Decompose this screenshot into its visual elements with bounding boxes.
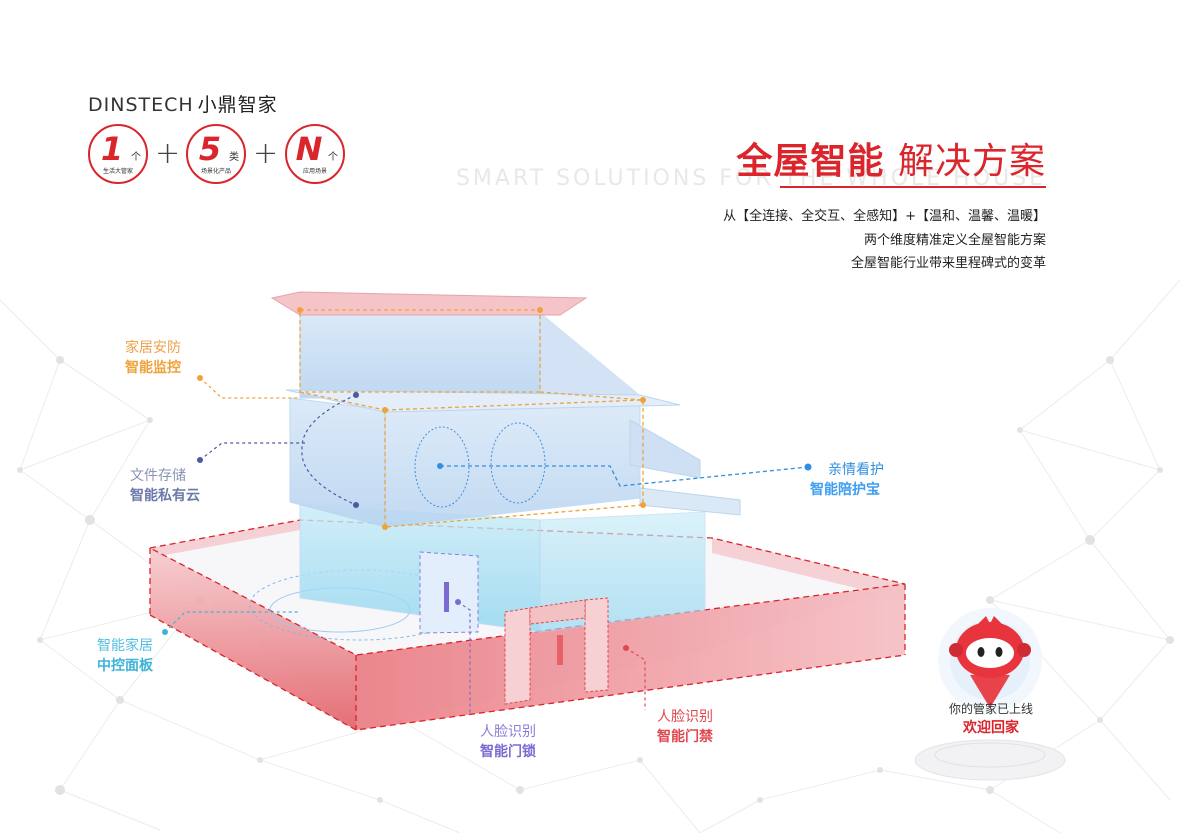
label-care: 亲情看护 智能陪护宝	[810, 460, 884, 500]
label-line1: 人脸识别	[657, 709, 713, 725]
title-underline	[780, 186, 1046, 188]
badge-unit: 个	[131, 152, 141, 163]
label-security: 家居安防 智能监控	[125, 338, 181, 378]
title-sub: 解决方案	[897, 141, 1046, 182]
label-line2: 智能私有云	[130, 488, 200, 504]
label-line1: 家居安防	[125, 340, 181, 356]
label-line2: 智能门锁	[480, 744, 536, 760]
description-line: 从【全连接、全交互、全感知】+【温和、温馨、温暖】	[723, 209, 1046, 224]
title-main: 全屋智能	[736, 141, 885, 182]
badge-number: 5	[198, 130, 222, 168]
label-line2: 中控面板	[97, 658, 153, 674]
robot-line1: 你的管家已上线	[948, 702, 1033, 716]
brand-cn: 小鼎智家	[197, 94, 278, 116]
badge-caption: 生活大管家	[102, 168, 133, 175]
label-cloud: 文件存储 智能私有云	[130, 466, 200, 506]
brand-latin: DINSTECH	[88, 94, 194, 116]
badge-caption: 应用场景	[302, 168, 327, 175]
badge-n: N 个 应用场景	[285, 124, 345, 184]
label-line2: 智能陪护宝	[810, 482, 880, 498]
plus-sign: +	[253, 136, 279, 171]
plus-sign: +	[155, 136, 181, 171]
label-line2: 智能监控	[125, 360, 181, 376]
label-gate: 人脸识别 智能门禁	[657, 707, 713, 747]
label-line1: 文件存储	[130, 468, 186, 484]
badge-number: 1	[100, 130, 124, 168]
label-line1: 人脸识别	[480, 724, 536, 740]
robot-caption: 你的管家已上线 欢迎回家	[926, 700, 1056, 737]
robot-mascot-icon	[914, 608, 1066, 781]
description-line: 全屋智能行业带来里程碑式的变革	[850, 256, 1046, 271]
page-title: 全屋智能 解决方案	[736, 132, 1046, 184]
robot-line2: 欢迎回家	[963, 720, 1019, 736]
badge-number: N	[295, 130, 323, 168]
badge-unit: 类	[229, 152, 239, 163]
badge-unit: 个	[328, 152, 338, 163]
label-panel: 智能家居 中控面板	[97, 636, 153, 676]
label-line1: 智能家居	[97, 638, 153, 654]
badge-five: 5 类 场景化产品	[186, 124, 246, 184]
label-line2: 智能门禁	[657, 729, 713, 745]
label-line1: 亲情看护	[828, 462, 884, 478]
badge-one: 1 个 生活大管家	[88, 124, 148, 184]
badge-caption: 场景化产品	[200, 168, 231, 175]
description-line: 两个维度精准定义全屋智能方案	[863, 233, 1046, 248]
label-lock: 人脸识别 智能门锁	[480, 722, 536, 762]
